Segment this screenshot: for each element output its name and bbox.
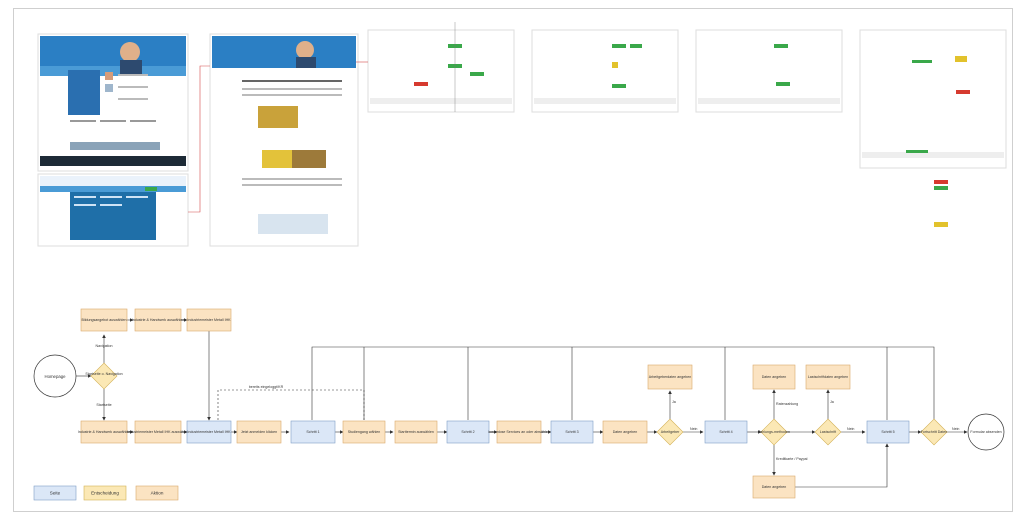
action-daten-angeben-2-label: Daten angeben	[762, 375, 787, 379]
decision-zahlungsmethoden-label: Zahlungs-methoden	[758, 430, 790, 434]
action-daten-angeben-3-label: Daten angeben	[762, 485, 787, 489]
action-lastschriftdaten-label: Lastschriftdaten angeben	[808, 375, 848, 379]
decision-arbeitgeber-label: Arbeitgeber	[661, 430, 680, 434]
legend-entscheidung-label: Entscheidung	[91, 491, 119, 496]
page-industriemeister: Industriemeister Metall IHK	[186, 420, 232, 444]
page-schritt1: Schritt 1	[290, 420, 336, 444]
action-starttermin: Starttermin auswählen	[394, 420, 438, 444]
page-schritt3-label: Schritt 3	[565, 430, 578, 434]
page-schritt2: Schritt 2	[446, 420, 490, 444]
action-industriemeister-top: Industriemeister Metall IHK	[186, 308, 232, 332]
thumb-homepage	[37, 33, 189, 172]
label-kredit: Kreditkarte / Paypal	[776, 457, 808, 461]
page-schritt5-label: Schritt 5	[881, 430, 894, 434]
action-daten-angeben-2: Daten angeben	[752, 364, 796, 390]
action-studiengang: Studiengang wählen	[342, 420, 386, 444]
decision-lastschrift-label: Lastschrift	[820, 430, 836, 434]
decision-zahlungsmethoden: Zahlungs-methoden	[758, 418, 790, 446]
legend: Seite Entscheidung Aktion	[33, 485, 179, 501]
label-ja-1: Ja	[672, 400, 676, 404]
action-industrie-bottom: Industrie & Handwerk auswählen	[78, 420, 131, 444]
action-daten-angeben-1-label: Daten angeben	[613, 430, 638, 434]
legend-aktion-label: Aktion	[151, 491, 164, 496]
thumb-step2	[531, 29, 679, 113]
action-starttermin-label: Starttermin auswählen	[398, 430, 434, 434]
label-ja-2: Ja	[830, 400, 834, 404]
action-studiengang-label: Studiengang wählen	[348, 430, 381, 434]
decision-startseite: Startseite o. Navigation	[85, 362, 123, 390]
page-schritt4-label: Schritt 4	[719, 430, 732, 434]
action-jetzt-anmelden-label: Jetzt anmelden klicken	[241, 430, 277, 434]
action-industrie-top: Industrie & Handwerk auswählen	[132, 308, 185, 332]
node-homepage-label: Homepage	[44, 374, 66, 379]
page-schritt5: Schritt 5	[866, 420, 910, 444]
action-industriemeister-select: Industriemeister Metall IHK auswählen	[127, 420, 189, 444]
action-services: kostenlose Services an oder abwählen	[488, 420, 550, 444]
legend-seite-label: Seite	[50, 491, 61, 496]
thumb-product-page	[209, 33, 359, 247]
action-arbeitgeberdaten-label: Arbeitgeberdaten angeben	[649, 375, 692, 379]
node-formular-label: Formular absenden	[970, 430, 1001, 434]
decision-fortschritt: Fortschritt Daten	[920, 418, 948, 446]
action-arbeitgeberdaten: Arbeitgeberdaten angeben	[647, 364, 693, 390]
decision-startseite-label: Startseite o. Navigation	[85, 372, 122, 376]
label-nein-2: Nein	[847, 427, 854, 431]
decision-arbeitgeber: Arbeitgeber	[656, 418, 684, 446]
action-jetzt-anmelden: Jetzt anmelden klicken	[236, 420, 282, 444]
page-schritt1-label: Schritt 1	[306, 430, 319, 434]
legend-seite: Seite	[33, 485, 77, 501]
decision-fortschritt-label: Fortschritt Daten	[921, 430, 948, 434]
label-bereits: bereits eingeloggt/KR	[249, 385, 284, 389]
action-industrie-bottom-label: Industrie & Handwerk auswählen	[78, 430, 131, 434]
node-homepage: Homepage	[33, 354, 77, 398]
action-industriemeister-top-label: Industriemeister Metall IHK	[187, 318, 231, 322]
label-rechnung: Ratenzahlung	[776, 402, 798, 406]
page-schritt4: Schritt 4	[704, 420, 748, 444]
legend-aktion: Aktion	[135, 485, 179, 501]
page-schritt2-label: Schritt 2	[461, 430, 474, 434]
label-startseite: Startseite	[96, 403, 111, 407]
action-bildungsangebot: Bildungsangebot auswählen	[80, 308, 128, 332]
action-lastschriftdaten: Lastschriftdaten angeben	[805, 364, 851, 390]
page-schritt3: Schritt 3	[550, 420, 594, 444]
action-services-label: kostenlose Services an oder abwählen	[488, 430, 550, 434]
action-bildungsangebot-label: Bildungsangebot auswählen	[82, 318, 127, 322]
node-formular: Formular absenden	[967, 413, 1005, 451]
label-nein-1: Nein	[690, 427, 697, 431]
action-daten-angeben-3: Daten angeben	[752, 475, 796, 499]
thumb-step4	[859, 29, 1007, 227]
thumb-step1	[367, 29, 515, 113]
thumb-connector	[188, 22, 456, 213]
thumb-step3	[695, 29, 843, 113]
label-nein-3: Nein	[952, 427, 959, 431]
flow-connectors	[76, 318, 968, 488]
action-industrie-top-label: Industrie & Handwerk auswählen	[132, 318, 185, 322]
action-daten-angeben-1: Daten angeben	[602, 420, 648, 444]
decision-lastschrift: Lastschrift	[814, 418, 842, 446]
thumb-navigation	[37, 173, 189, 247]
label-navigation: Navigation	[96, 344, 113, 348]
action-industriemeister-select-label: Industriemeister Metall IHK auswählen	[127, 430, 188, 434]
legend-entscheidung: Entscheidung	[83, 485, 127, 501]
page-industriemeister-label: Industriemeister Metall IHK	[187, 430, 231, 434]
